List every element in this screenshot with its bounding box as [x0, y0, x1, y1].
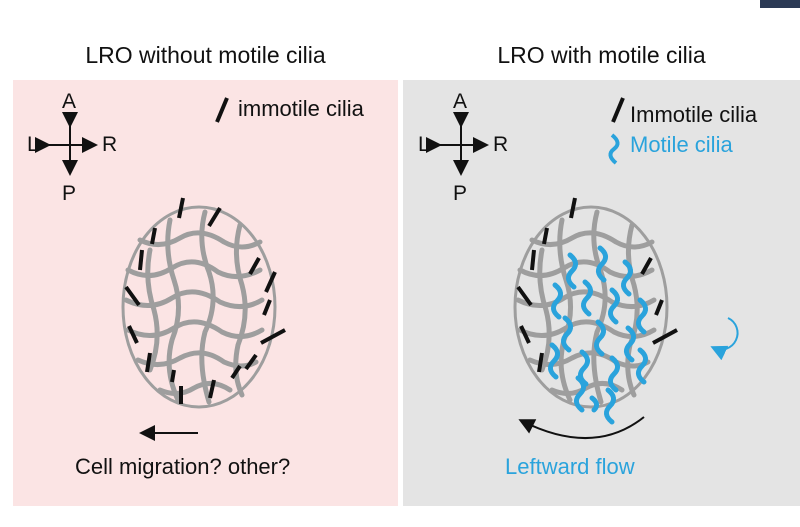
- right-axis-anterior: A: [453, 90, 468, 113]
- right-axis-left: L: [418, 133, 430, 156]
- corner-accent-bar: [760, 0, 800, 8]
- left-axis-posterior: P: [62, 182, 77, 205]
- right-panel-title: LRO with motile cilia: [497, 42, 706, 68]
- left-organ-mesh-icon: [121, 205, 277, 409]
- leftward-flow-arrow: [518, 416, 645, 439]
- left-panel-title: LRO without motile cilia: [85, 42, 326, 68]
- left-compass-icon: [35, 112, 98, 176]
- right-axis-posterior: P: [453, 182, 468, 205]
- rotation-arrow-icon: [710, 317, 739, 361]
- right-caption: Leftward flow: [505, 454, 635, 479]
- right-legend-immotile-label: Immotile cilia: [630, 102, 758, 127]
- left-axis-anterior: A: [62, 90, 77, 113]
- left-caption: Cell migration? other?: [75, 454, 291, 479]
- right-organ-mesh-icon: [513, 205, 669, 409]
- right-immotile-cilia: [516, 197, 678, 373]
- left-legend-immotile-label: immotile cilia: [238, 96, 364, 121]
- left-immotile-cilia: [124, 197, 286, 404]
- right-compass-icon: [426, 112, 489, 176]
- left-axis-left: L: [27, 133, 39, 156]
- right-motile-cilia: [548, 245, 648, 425]
- right-legend-motile-label: Motile cilia: [630, 132, 733, 157]
- left-axis-right: R: [102, 133, 118, 156]
- right-legend-immotile-icon: [611, 97, 625, 123]
- right-legend-motile-icon: [608, 133, 620, 165]
- left-legend-immotile-icon: [215, 97, 229, 123]
- right-axis-right: R: [493, 133, 509, 156]
